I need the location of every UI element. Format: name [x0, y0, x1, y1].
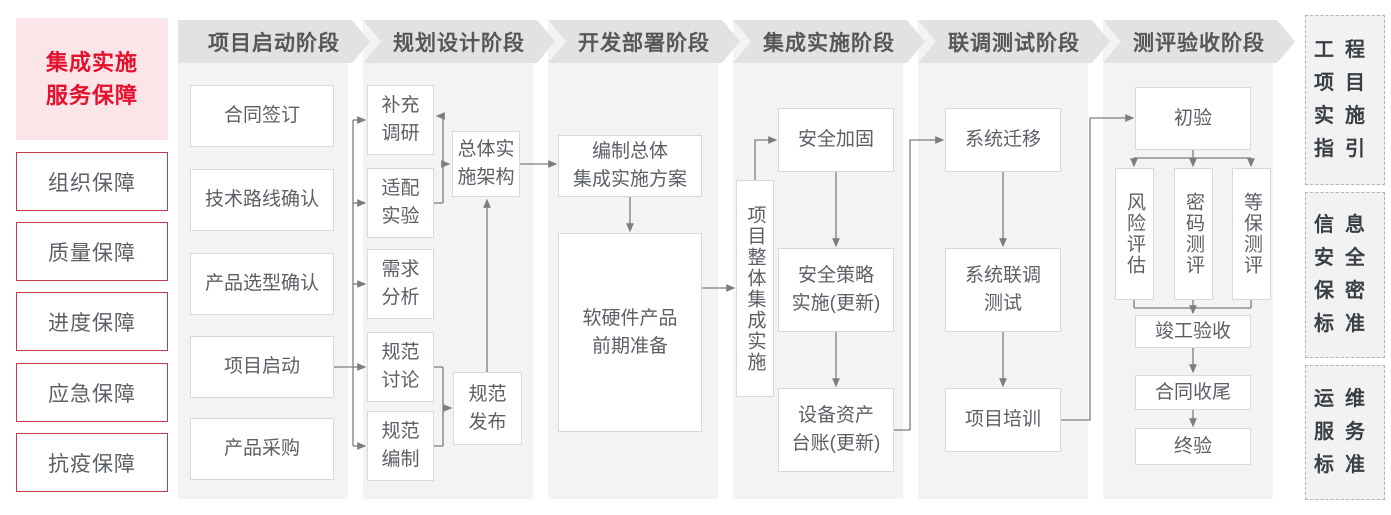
- node-spec-release: 规范 发布: [453, 372, 522, 445]
- node-initial-acceptance: 初验: [1135, 87, 1251, 150]
- node-contract-signing: 合同签订: [190, 85, 334, 147]
- phase-header-planning-design: 规划设计阶段: [363, 20, 555, 63]
- node-overall-integration-plan: 编制总体 集成实施方案: [558, 135, 702, 197]
- node-security-hardening: 安全加固: [778, 108, 894, 172]
- node-requirement-analysis: 需求 分析: [367, 249, 434, 319]
- node-tech-route-confirmation: 技术路线确认: [190, 169, 334, 231]
- node-completion-acceptance: 竣工验收: [1135, 315, 1251, 348]
- node-hw-sw-preparation: 软硬件产品 前期准备: [558, 233, 702, 432]
- node-system-joint-testing: 系统联调 测试: [945, 248, 1061, 332]
- sidebar-title: 集成实施 服务保障: [16, 18, 168, 140]
- node-spec-drafting: 规范 编制: [367, 411, 434, 481]
- node-overall-impl-architecture: 总体实 施架构: [452, 131, 520, 197]
- node-contract-closure: 合同收尾: [1135, 375, 1251, 410]
- sidebar-item-epidemic-guarantee: 抗疫保障: [16, 433, 168, 492]
- sidebar-item-quality-guarantee: 质量保障: [16, 222, 168, 281]
- node-product-selection-confirmation: 产品选型确认: [190, 253, 334, 315]
- phase-header-integration-impl: 集成实施阶段: [733, 20, 925, 63]
- node-classified-protection-evaluation: 等保测评: [1232, 168, 1271, 300]
- phase-header-dev-deployment: 开发部署阶段: [548, 20, 740, 63]
- node-overall-project-integration: 项目整体集成实施: [736, 180, 774, 397]
- node-system-migration: 系统迁移: [945, 108, 1061, 172]
- node-security-policy-implementation: 安全策略 实施(更新): [778, 248, 894, 332]
- node-project-kickoff: 项目启动: [190, 336, 334, 398]
- phase-header-project-kickoff: 项目启动阶段: [178, 20, 370, 63]
- node-risk-assessment: 风险评估: [1115, 168, 1154, 300]
- phase-header-eval-acceptance: 测评验收阶段: [1103, 20, 1295, 63]
- node-spec-discussion: 规范 讨论: [367, 332, 434, 402]
- node-product-procurement: 产品采购: [190, 418, 334, 480]
- standard-project-implementation-guide: 工程 项目 实施 指引: [1305, 15, 1385, 185]
- node-asset-ledger-update: 设备资产 台账(更新): [778, 388, 894, 472]
- phase-header-joint-testing: 联调测试阶段: [918, 20, 1110, 63]
- node-project-training: 项目培训: [945, 388, 1061, 452]
- node-supplementary-research: 补充 调研: [367, 85, 434, 155]
- standard-infosec-confidentiality: 信息 安全 保密 标准: [1305, 192, 1385, 358]
- node-adaptation-testing: 适配 实验: [367, 168, 434, 238]
- node-crypto-evaluation: 密码测评: [1174, 168, 1213, 300]
- node-final-acceptance: 终验: [1135, 428, 1251, 465]
- sidebar-item-emergency-guarantee: 应急保障: [16, 363, 168, 422]
- standard-om-service: 运维 服务 标准: [1305, 365, 1385, 500]
- sidebar-item-schedule-guarantee: 进度保障: [16, 292, 168, 351]
- sidebar-item-organization-guarantee: 组织保障: [16, 152, 168, 211]
